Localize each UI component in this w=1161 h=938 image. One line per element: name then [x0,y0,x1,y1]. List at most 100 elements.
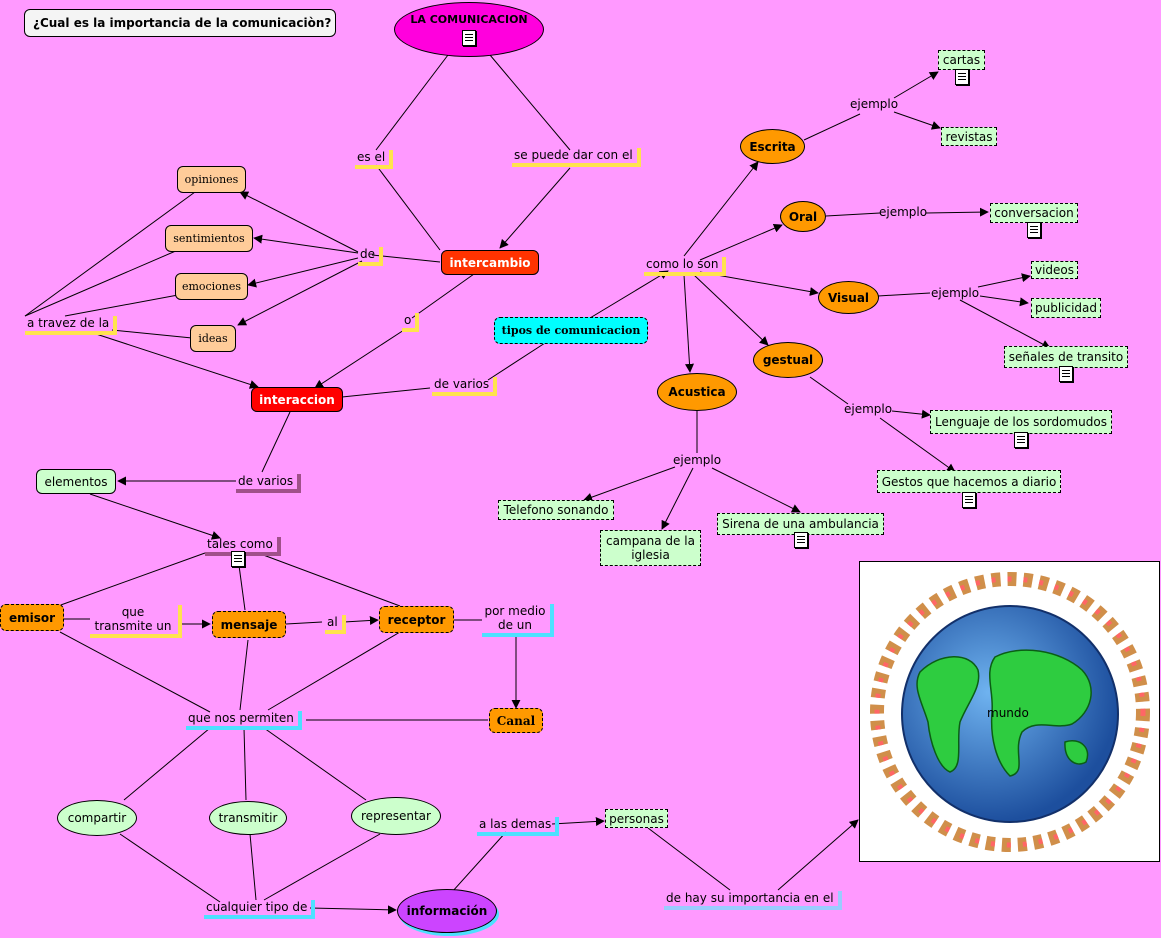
node-representar-label: representar [361,809,431,823]
node-revistas[interactable]: revistas [941,127,997,146]
link-ejemplo-oral[interactable]: ejemplo [879,205,928,219]
node-opiniones[interactable]: opiniones [177,166,246,193]
node-telefono[interactable]: Telefono sonando [498,500,614,520]
node-gestos-label: Gestos que hacemos a diario [881,474,1057,489]
node-conversacion-label: conversacion [994,206,1074,220]
node-emisor-label: emisor [8,610,56,625]
node-emociones[interactable]: emociones [175,273,248,300]
node-sirena-label: Sirena de una ambulancia [722,517,879,531]
node-senales[interactable]: señales de transito [1004,346,1128,368]
link-que-nos-permiten[interactable]: que nos permiten [186,711,302,730]
node-publicidad-label: publicidad [1034,301,1098,315]
node-la-comunicacion-label: LA COMUNICACION [410,13,528,26]
node-sentimientos-label: sentimientos [173,231,245,245]
node-canal-label: Canal [496,713,536,728]
node-acustica[interactable]: Acustica [657,373,737,411]
node-acustica-label: Acustica [668,385,726,399]
link-a-las-demas[interactable]: a las demas [477,817,560,836]
node-interaccion[interactable]: interaccion [251,387,343,412]
link-a-travez-de-la[interactable]: a travez de la [25,316,118,335]
link-de[interactable]: de [358,247,383,266]
node-visual-label: Visual [827,290,870,305]
node-interaccion-label: interaccion [259,392,335,407]
link-ejemplo-acustica[interactable]: ejemplo [673,453,722,467]
world-children-image: mundo [859,561,1160,862]
node-tipos-de-comunicacion[interactable]: tipos de comunicacion [494,317,648,344]
gestos-document-icon[interactable] [962,492,976,508]
node-elementos-label: elementos [44,474,108,489]
document-icon[interactable] [462,30,476,46]
node-videos[interactable]: videos [1031,261,1078,279]
node-personas[interactable]: personas [605,809,668,828]
globe-illustration [870,572,1150,852]
lenguaje-document-icon[interactable] [1014,432,1028,448]
node-mensaje[interactable]: mensaje [212,611,286,638]
conversacion-document-icon[interactable] [1027,222,1041,238]
node-elementos[interactable]: elementos [36,469,116,494]
node-tipos-label: tipos de comunicacion [501,323,641,337]
node-gestos[interactable]: Gestos que hacemos a diario [877,470,1061,493]
node-transmitir[interactable]: transmitir [209,801,287,835]
node-la-comunicacion[interactable]: LA COMUNICACION [394,2,544,57]
link-como-lo-son[interactable]: como lo son [644,257,727,276]
node-videos-label: videos [1034,263,1075,277]
node-mensaje-label: mensaje [220,617,278,632]
node-intercambio[interactable]: intercambio [441,250,539,275]
link-es-el[interactable]: es el [355,150,394,169]
node-oral[interactable]: Oral [780,201,826,232]
link-de-varios-elementos[interactable]: de varios [236,474,302,493]
node-senales-label: señales de transito [1008,350,1124,364]
node-personas-label: personas [609,811,664,826]
node-lenguaje-label: Lenguaje de los sordomudos [935,415,1107,429]
node-campana-label: campana de la iglesia [606,534,695,562]
node-emociones-label: emociones [181,279,242,293]
node-compartir[interactable]: compartir [57,800,137,836]
link-por-medio-de-un[interactable]: por medio de un [482,604,554,637]
node-opiniones-label: opiniones [184,172,239,186]
node-representar[interactable]: representar [351,797,441,835]
link-ejemplo-visual[interactable]: ejemplo [931,286,980,300]
tales-como-document-icon[interactable] [231,551,245,567]
node-campana[interactable]: campana de la iglesia [600,530,701,566]
node-canal[interactable]: Canal [489,708,543,733]
link-de-hay-su-importancia[interactable]: de hay su importancia en el [664,891,842,910]
node-emisor[interactable]: emisor [0,604,64,631]
node-mundo-label: mundo [987,706,1029,720]
node-intercambio-label: intercambio [449,255,531,270]
node-informacion[interactable]: información [397,889,497,933]
map-title: ¿Cual es la importancia de la comunicaci… [24,9,336,37]
node-escrita[interactable]: Escrita [740,129,805,164]
link-cualquier-tipo-de[interactable]: cualquier tipo de [204,900,316,919]
node-oral-label: Oral [788,209,818,224]
node-gestual-label: gestual [762,353,814,367]
link-o[interactable]: o [402,313,420,332]
node-sirena[interactable]: Sirena de una ambulancia [717,513,884,535]
node-telefono-label: Telefono sonando [503,503,609,517]
link-ejemplo-escrita[interactable]: ejemplo [850,97,899,111]
node-informacion-label: información [406,904,488,918]
node-lenguaje[interactable]: Lenguaje de los sordomudos [930,410,1112,434]
link-ejemplo-gestual[interactable]: ejemplo [844,402,893,416]
node-ideas[interactable]: ideas [190,325,236,352]
node-conversacion[interactable]: conversacion [990,203,1078,223]
node-revistas-label: revistas [945,129,993,144]
node-receptor[interactable]: receptor [379,606,454,633]
node-escrita-label: Escrita [749,139,796,154]
cartas-document-icon[interactable] [955,69,969,85]
node-ideas-label: ideas [198,331,228,345]
node-transmitir-label: transmitir [218,811,278,825]
link-que-transmite-un[interactable]: que transmite un [90,605,182,638]
node-sentimientos[interactable]: sentimientos [165,225,253,252]
node-receptor-label: receptor [387,612,446,627]
node-gestual[interactable]: gestual [753,342,823,378]
node-cartas[interactable]: cartas [938,50,985,70]
link-de-varios-tipos[interactable]: de varios [432,377,498,396]
link-se-puede-dar[interactable]: se puede dar con el [512,148,641,167]
node-visual[interactable]: Visual [818,281,879,314]
node-cartas-label: cartas [942,53,981,67]
link-al[interactable]: al [325,615,346,634]
senales-document-icon[interactable] [1059,366,1073,382]
node-publicidad[interactable]: publicidad [1031,298,1101,318]
sirena-document-icon[interactable] [794,532,808,548]
